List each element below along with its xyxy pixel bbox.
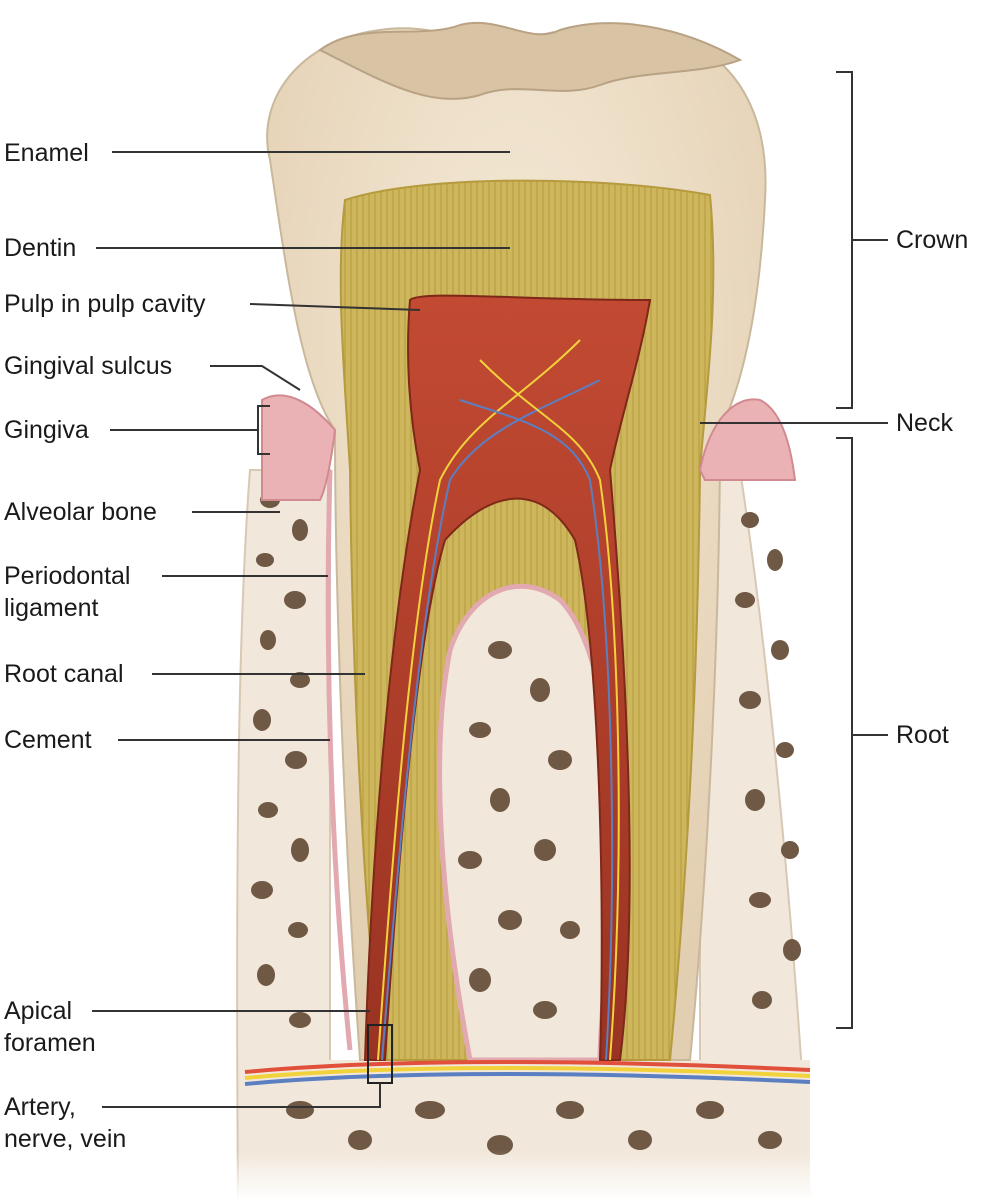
pulp-cavity — [363, 294, 652, 1061]
crown-surface — [318, 22, 743, 100]
label-pulp: Pulp in pulp cavity — [4, 290, 206, 318]
label-alveolar-bone: Alveolar bone — [4, 498, 157, 526]
inter-root-bone — [437, 583, 616, 1063]
label-apical-line1: Apical — [4, 997, 73, 1025]
label-periodontal-line1: Periodontal — [4, 562, 131, 590]
label-enamel: Enamel — [4, 139, 89, 167]
label-apical-line2: foramen — [4, 1029, 96, 1057]
bone-pores — [251, 492, 801, 1155]
leader-lines-right — [700, 71, 888, 1029]
label-periodontal-line2: ligament — [4, 594, 99, 622]
label-crown: Crown — [896, 226, 969, 254]
gingiva — [261, 394, 797, 501]
label-dentin: Dentin — [4, 234, 77, 262]
label-vessels-line1: Artery, — [4, 1093, 76, 1121]
label-neck: Neck — [896, 409, 953, 437]
septum-pores — [458, 641, 580, 1019]
pulp-vessels — [377, 339, 620, 1061]
label-cement: Cement — [4, 726, 92, 754]
label-gingival-sulcus: Gingival sulcus — [4, 352, 173, 380]
label-gingiva: Gingiva — [4, 416, 89, 444]
label-root: Root — [896, 721, 949, 749]
leader-lines-left — [92, 151, 510, 1108]
label-root-canal: Root canal — [4, 660, 124, 688]
label-vessels-line2: nerve, vein — [4, 1125, 127, 1153]
base-vessels — [244, 1060, 811, 1086]
